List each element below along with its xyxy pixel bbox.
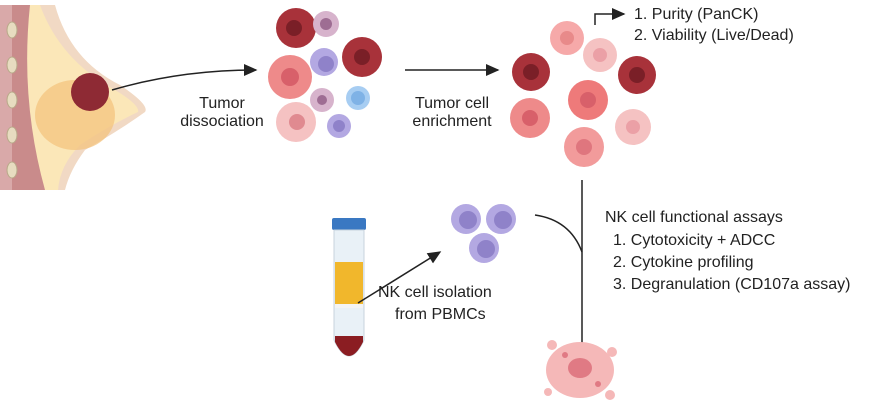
lysed-tumor-cell (544, 340, 617, 400)
enriched-tumor-cells (510, 21, 656, 167)
breast-tissue-illustration (0, 5, 146, 190)
enrichment-label-2: enrichment (412, 113, 492, 130)
dissociated-cells (268, 8, 382, 142)
merge-curve (534, 214, 583, 253)
dissociation-arrow (111, 64, 258, 91)
blood-tube-icon (332, 218, 366, 357)
dissociation-label-2: dissociation (180, 113, 264, 130)
assay-item: 1. Cytotoxicity + ADCC (613, 232, 775, 249)
tumor-mass (71, 73, 109, 111)
assays-title: NK cell functional assays (605, 209, 783, 226)
nk-isolation-label-2: from PBMCs (395, 306, 486, 323)
qc-viability: 2. Viability (Live/Dead) (634, 27, 794, 44)
enrichment-label-1: Tumor cell (415, 95, 489, 112)
isolation-arrow (357, 251, 442, 304)
nk-cells (451, 204, 516, 263)
qc-arrow (594, 8, 626, 25)
nk-isolation-label-1: NK cell isolation (378, 284, 492, 301)
assay-item: 2. Cytokine profiling (613, 254, 754, 271)
assay-item: 3. Degranulation (CD107a assay) (613, 276, 850, 293)
dissociation-label-1: Tumor (199, 95, 245, 112)
qc-purity: 1. Purity (PanCK) (634, 6, 758, 23)
